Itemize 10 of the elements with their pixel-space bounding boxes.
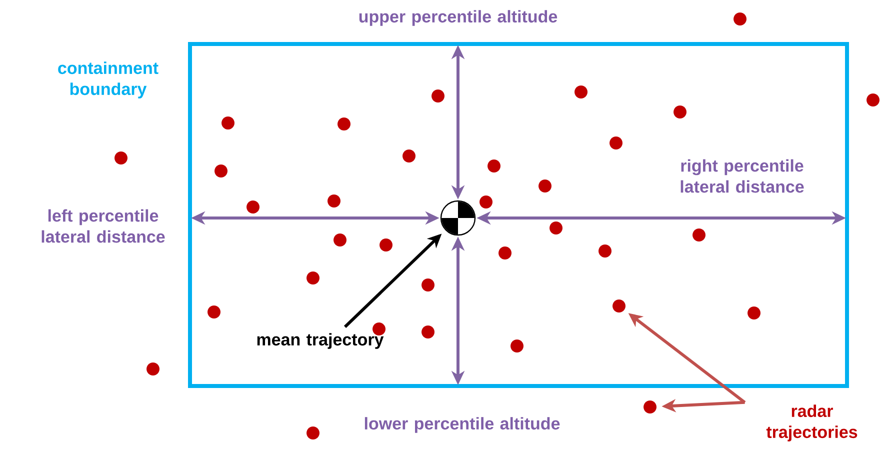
callout-text: mean trajectory — [257, 333, 384, 349]
dimension-label: left percentile lateral distance — [42, 209, 165, 243]
radar-dot — [644, 400, 656, 414]
dimension-label: right percentile lateral distance — [680, 159, 804, 193]
center-of-mass-symbol — [440, 200, 476, 236]
dimension-label: upper percentile altitude — [359, 10, 558, 26]
callout-text: radar trajectories — [766, 404, 858, 442]
dimension-label: lower percentile altitude — [364, 417, 560, 433]
radar-dot — [612, 300, 626, 312]
box-heading: containment boundary — [58, 62, 158, 98]
